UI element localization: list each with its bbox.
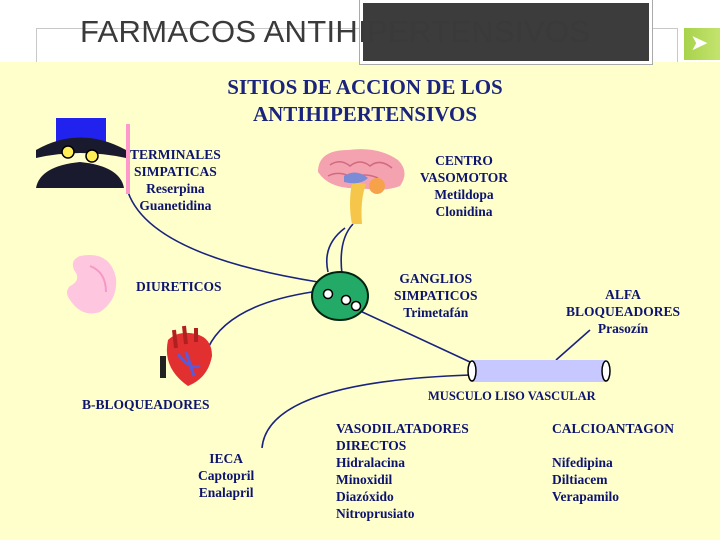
node-centro: CENTRO VASOMOTOR Metildopa Clonidina <box>420 152 508 220</box>
arrow-right-icon: ➤ <box>690 31 709 56</box>
heart-icon <box>160 325 212 386</box>
brain-hemisphere <box>318 149 405 190</box>
link-centro-ganglios <box>326 223 354 275</box>
diagram-title-line: SITIOS DE ACCION DE LOS <box>227 75 503 99</box>
vessel-icon <box>467 360 611 382</box>
kidney-icon <box>67 254 117 314</box>
node-line: B-BLOQUEADORES <box>82 397 210 412</box>
node-line: CENTRO <box>435 153 493 168</box>
vessel-tube <box>472 360 606 382</box>
diagram-title: SITIOS DE ACCION DE LOS ANTIHIPERTENSIVO… <box>130 74 600 128</box>
node-terminales: TERMINALES SIMPATICAS Reserpina Guanetid… <box>130 146 221 214</box>
brain-stem <box>350 182 366 224</box>
node-line: Minoxidil <box>336 472 393 487</box>
node-line: Diltiacem <box>552 472 608 487</box>
figure-head-icon <box>36 118 130 194</box>
accent-tab <box>684 28 720 60</box>
heart-vessels <box>172 325 198 349</box>
node-vasodilatadores: VASODILATADORES DIRECTOS Hidralacina Min… <box>336 420 469 522</box>
node-beta: B-BLOQUEADORES <box>82 396 210 413</box>
node-line: TERMINALES <box>130 147 221 162</box>
node-line: BLOQUEADORES <box>566 304 681 319</box>
node-line: DIURETICOS <box>136 279 222 294</box>
link-ieca-musculo <box>261 374 471 449</box>
link-terminales-ganglios <box>127 130 319 283</box>
node-line: IECA <box>209 451 244 466</box>
node-line: Prasozín <box>597 321 649 336</box>
brain-core <box>344 172 368 184</box>
ganglion-cell-3 <box>350 300 362 312</box>
heart-stand <box>160 356 166 378</box>
right-eye <box>85 149 99 163</box>
node-line: Metildopa <box>434 187 494 202</box>
ganglion-cell-2 <box>340 294 352 306</box>
header-dark-block <box>360 0 652 64</box>
node-ieca: IECA Captopril Enalapril <box>198 450 254 501</box>
node-line: VASOMOTOR <box>420 170 509 185</box>
node-line: SIMPATICOS <box>394 288 478 303</box>
node-line: VASODILATADORES <box>336 421 469 436</box>
node-line: ALFA <box>605 287 641 302</box>
node-line: CALCIOANTAGON <box>552 421 675 436</box>
node-line: Reserpina <box>146 181 205 196</box>
node-line: MUSCULO LISO VASCULAR <box>428 389 596 403</box>
link-ganglios-musculo <box>357 309 471 363</box>
node-line: Diazóxido <box>336 489 394 504</box>
node-line: Captopril <box>198 468 255 483</box>
node-calcio: CALCIOANTAGON Nifedipina Diltiacem Verap… <box>552 420 674 505</box>
vessel-left-end <box>467 360 477 382</box>
face-shape <box>36 137 126 158</box>
left-eye <box>61 145 75 159</box>
node-line: Verapamilo <box>552 489 619 504</box>
node-line: Hidralacina <box>336 455 406 470</box>
node-line: Trimetafán <box>403 305 469 320</box>
node-ganglios: GANGLIOS SIMPATICOS Trimetafán <box>394 270 478 321</box>
vessel-right-end <box>601 360 611 382</box>
kidney-highlight <box>89 265 107 293</box>
node-line: SIMPATICAS <box>134 164 217 179</box>
link-beta-ganglios <box>207 291 313 349</box>
node-line: Enalapril <box>198 485 254 500</box>
node-musculo: MUSCULO LISO VASCULAR <box>428 388 596 405</box>
slide-title: FARMACOS ANTIHIPERTENSIVOS <box>80 14 591 49</box>
brain-icon <box>318 149 405 224</box>
ganglion-body <box>311 271 369 321</box>
node-diureticos: DIURETICOS <box>136 278 222 295</box>
node-line: DIRECTOS <box>336 438 407 453</box>
node-line: Guanetidina <box>139 198 212 213</box>
node-line: Nifedipina <box>552 455 613 470</box>
node-line: Nitroprusiato <box>336 506 415 521</box>
shoulders-shape <box>36 162 124 188</box>
link-alfa-musculo <box>555 329 591 361</box>
brain-center <box>369 178 385 194</box>
node-spacer <box>552 437 674 454</box>
ganglion-cell-1 <box>322 288 334 300</box>
node-line: GANGLIOS <box>399 271 473 286</box>
heart-veins <box>176 351 201 377</box>
diagram-title-line: ANTIHIPERTENSIVOS <box>252 102 478 126</box>
kidney-shape <box>67 254 117 314</box>
ganglion-icon <box>311 271 369 321</box>
node-line: Clonidina <box>435 204 493 219</box>
node-alfa: ALFA BLOQUEADORES Prasozín <box>566 286 680 337</box>
pink-pole <box>126 124 130 194</box>
